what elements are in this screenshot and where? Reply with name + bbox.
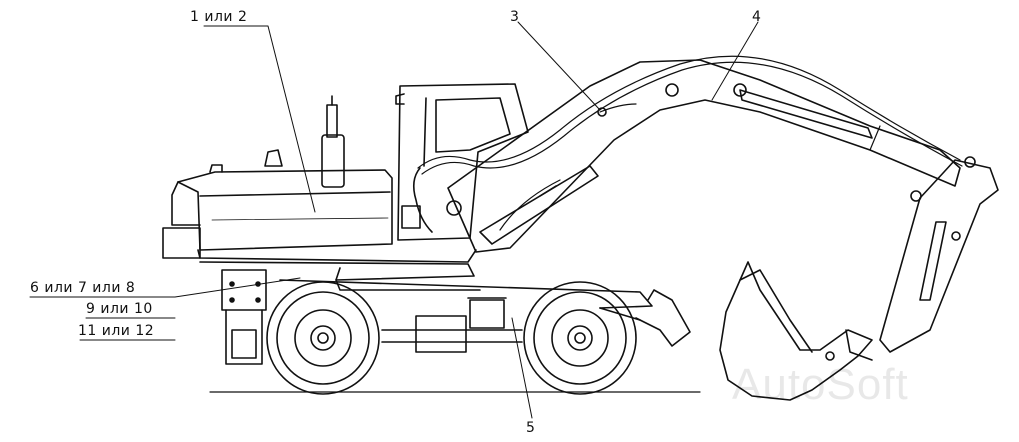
callout-label-1: 1 или 2 [190, 9, 248, 25]
callout-label-11: 11 или 12 [78, 323, 155, 339]
rear-wheel [523, 281, 637, 395]
callout-label-9: 9 или 10 [86, 301, 153, 317]
callout-label-6: 6 или 7 или 8 [30, 280, 136, 296]
leader-4 [711, 21, 759, 101]
exhaust-stack [321, 95, 345, 188]
stick-arm [869, 125, 999, 353]
callout-label-4: 4 [752, 9, 762, 25]
bucket [719, 261, 873, 401]
drive-shaft [381, 297, 523, 353]
boom-cylinder [479, 165, 599, 245]
dozer-blade [599, 289, 691, 347]
stick-cylinder [739, 89, 873, 139]
leader-3 [517, 21, 601, 111]
beacon-light [264, 149, 283, 167]
leader-lines [29, 21, 759, 419]
callout-label-5: 5 [526, 420, 536, 436]
watermark: AutoSoft [732, 360, 909, 409]
leader-1 [203, 25, 316, 213]
callout-label-3: 3 [510, 9, 520, 25]
engine-housing [162, 164, 477, 263]
operator-cab [395, 83, 529, 241]
boom-arm [446, 59, 961, 253]
leader-5 [511, 317, 533, 419]
hydraulic-hoses [417, 55, 963, 231]
leader-6 [29, 277, 301, 298]
bucket-cylinder [919, 221, 961, 301]
front-wheel [266, 281, 380, 395]
